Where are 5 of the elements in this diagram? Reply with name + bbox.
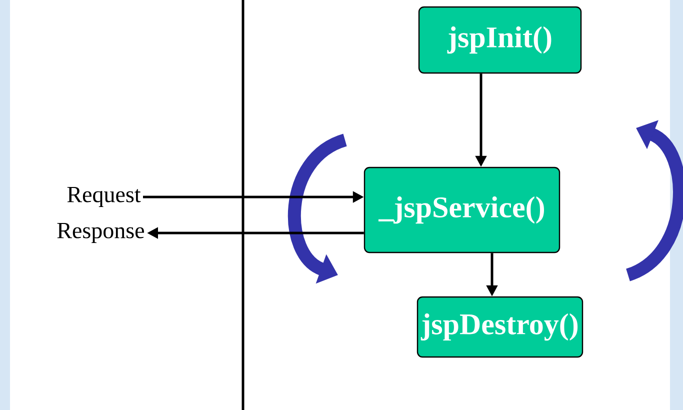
label-text: Request	[67, 187, 141, 207]
label-text: Response	[57, 223, 144, 243]
process-box: _jspService()	[364, 166, 560, 254]
process-box: jspDestroy()	[416, 296, 584, 358]
process-box: jspInit()	[418, 6, 582, 74]
